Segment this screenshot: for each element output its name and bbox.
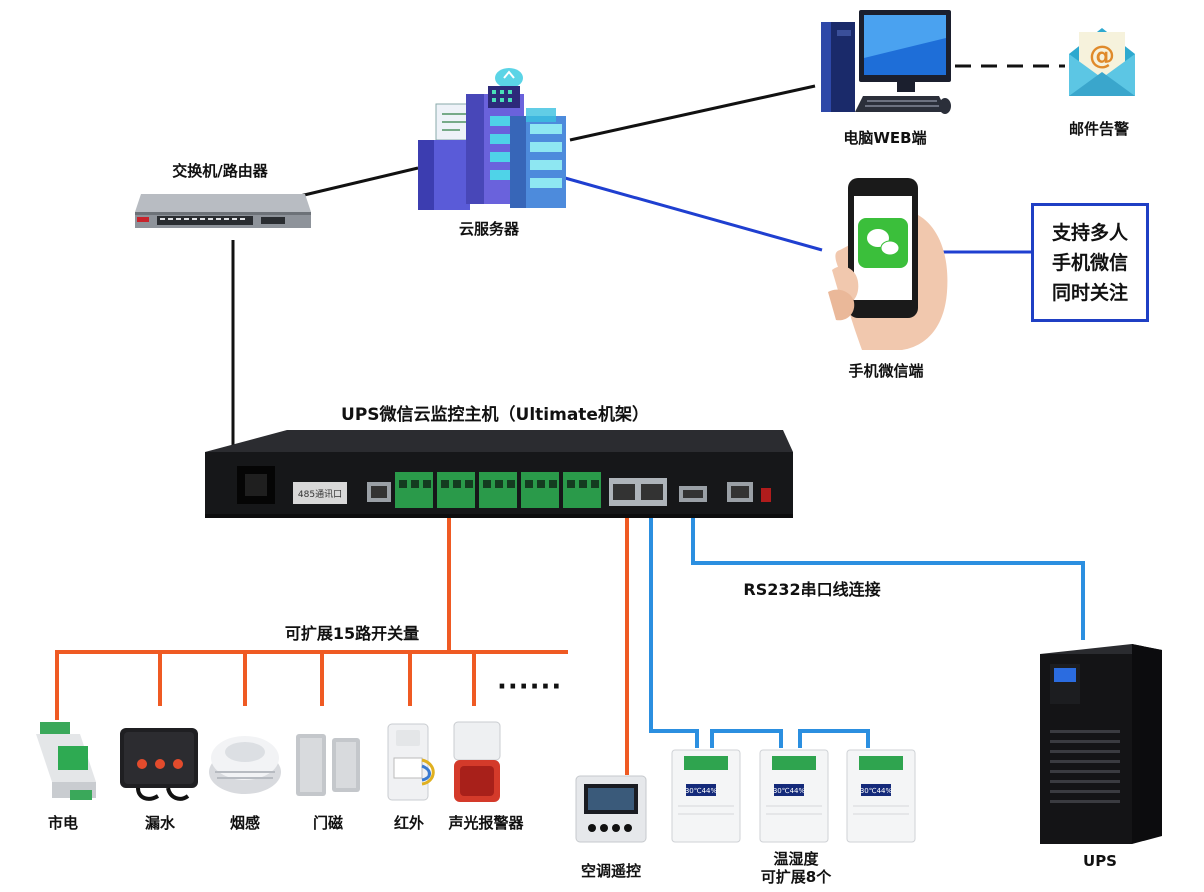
email-icon: @ (1069, 28, 1135, 96)
port-485-text: 485通讯口 (298, 489, 342, 500)
more-dots: ······ (497, 672, 563, 702)
host-title: UPS微信云监控主机（Ultimate机架） (341, 405, 649, 425)
rs232-label: RS232串口线连接 (743, 580, 881, 599)
sensor-label: 市电 (47, 814, 79, 832)
wire-rs232 (691, 508, 1085, 640)
sensor-label: 烟感 (229, 814, 261, 832)
svg-text:30℃44%: 30℃44% (860, 787, 893, 795)
ups-image (1040, 644, 1162, 844)
cloud-server-label: 云服务器 (458, 220, 520, 238)
smoke-sensor-image (209, 736, 281, 794)
mains-sensor-image (36, 722, 96, 800)
note-line: 同时关注 (1051, 281, 1128, 304)
aircon-controller-image (575, 775, 647, 843)
temp-humidity-sensor-image: 30℃44% (846, 749, 916, 843)
pc-image (821, 10, 951, 114)
temp-humidity-label-line2: 可扩展8个 (760, 868, 832, 886)
sensor-label: 红外 (393, 814, 425, 832)
wire-cloud-phone (564, 176, 823, 252)
svg-text:30℃44%: 30℃44% (773, 787, 806, 795)
sensor-label: 门磁 (312, 814, 344, 832)
svg-text:30℃44%: 30℃44% (685, 787, 718, 795)
infrared-sensor-image (387, 723, 435, 801)
switch-bus-label: 可扩展15路开关量 (284, 624, 420, 643)
wire-switch-cloud (299, 166, 419, 198)
aircon-label: 空调遥控 (580, 862, 642, 880)
phone-image (828, 178, 948, 350)
cloud-server-image (418, 68, 566, 210)
email-label: 邮件告警 (1068, 120, 1130, 138)
temp-humidity-sensor-image: 30℃44% (759, 749, 829, 843)
temp-humidity-label: 温湿度 可扩展8个 (761, 850, 831, 886)
multi-user-note: 支持多人 手机微信 同时关注 (1031, 203, 1149, 322)
note-line: 支持多人 (1051, 221, 1128, 244)
phone-label: 手机微信端 (848, 362, 924, 380)
temp-humidity-sensor-image: 30℃44% (671, 749, 741, 843)
switch-label: 交换机/路由器 (172, 162, 268, 180)
wire-temp-humidity (649, 505, 699, 748)
temp-humidity-label-line1: 温湿度 (773, 850, 819, 868)
ups-label: UPS (1083, 852, 1117, 870)
svg-text:@: @ (1089, 41, 1115, 71)
sensor-label: 声光报警器 (448, 814, 524, 832)
pc-label: 电脑WEB端 (843, 129, 927, 147)
sensor-label: 漏水 (144, 814, 176, 832)
wire-cloud-pc (569, 84, 816, 142)
alarm-sensor-image (453, 721, 501, 802)
monitoring-host-image: 485通讯口 (205, 430, 793, 518)
switch-router-image (135, 194, 311, 228)
door-sensor-image (296, 734, 360, 796)
note-line: 手机微信 (1051, 251, 1128, 274)
leak-sensor-image (120, 728, 198, 801)
